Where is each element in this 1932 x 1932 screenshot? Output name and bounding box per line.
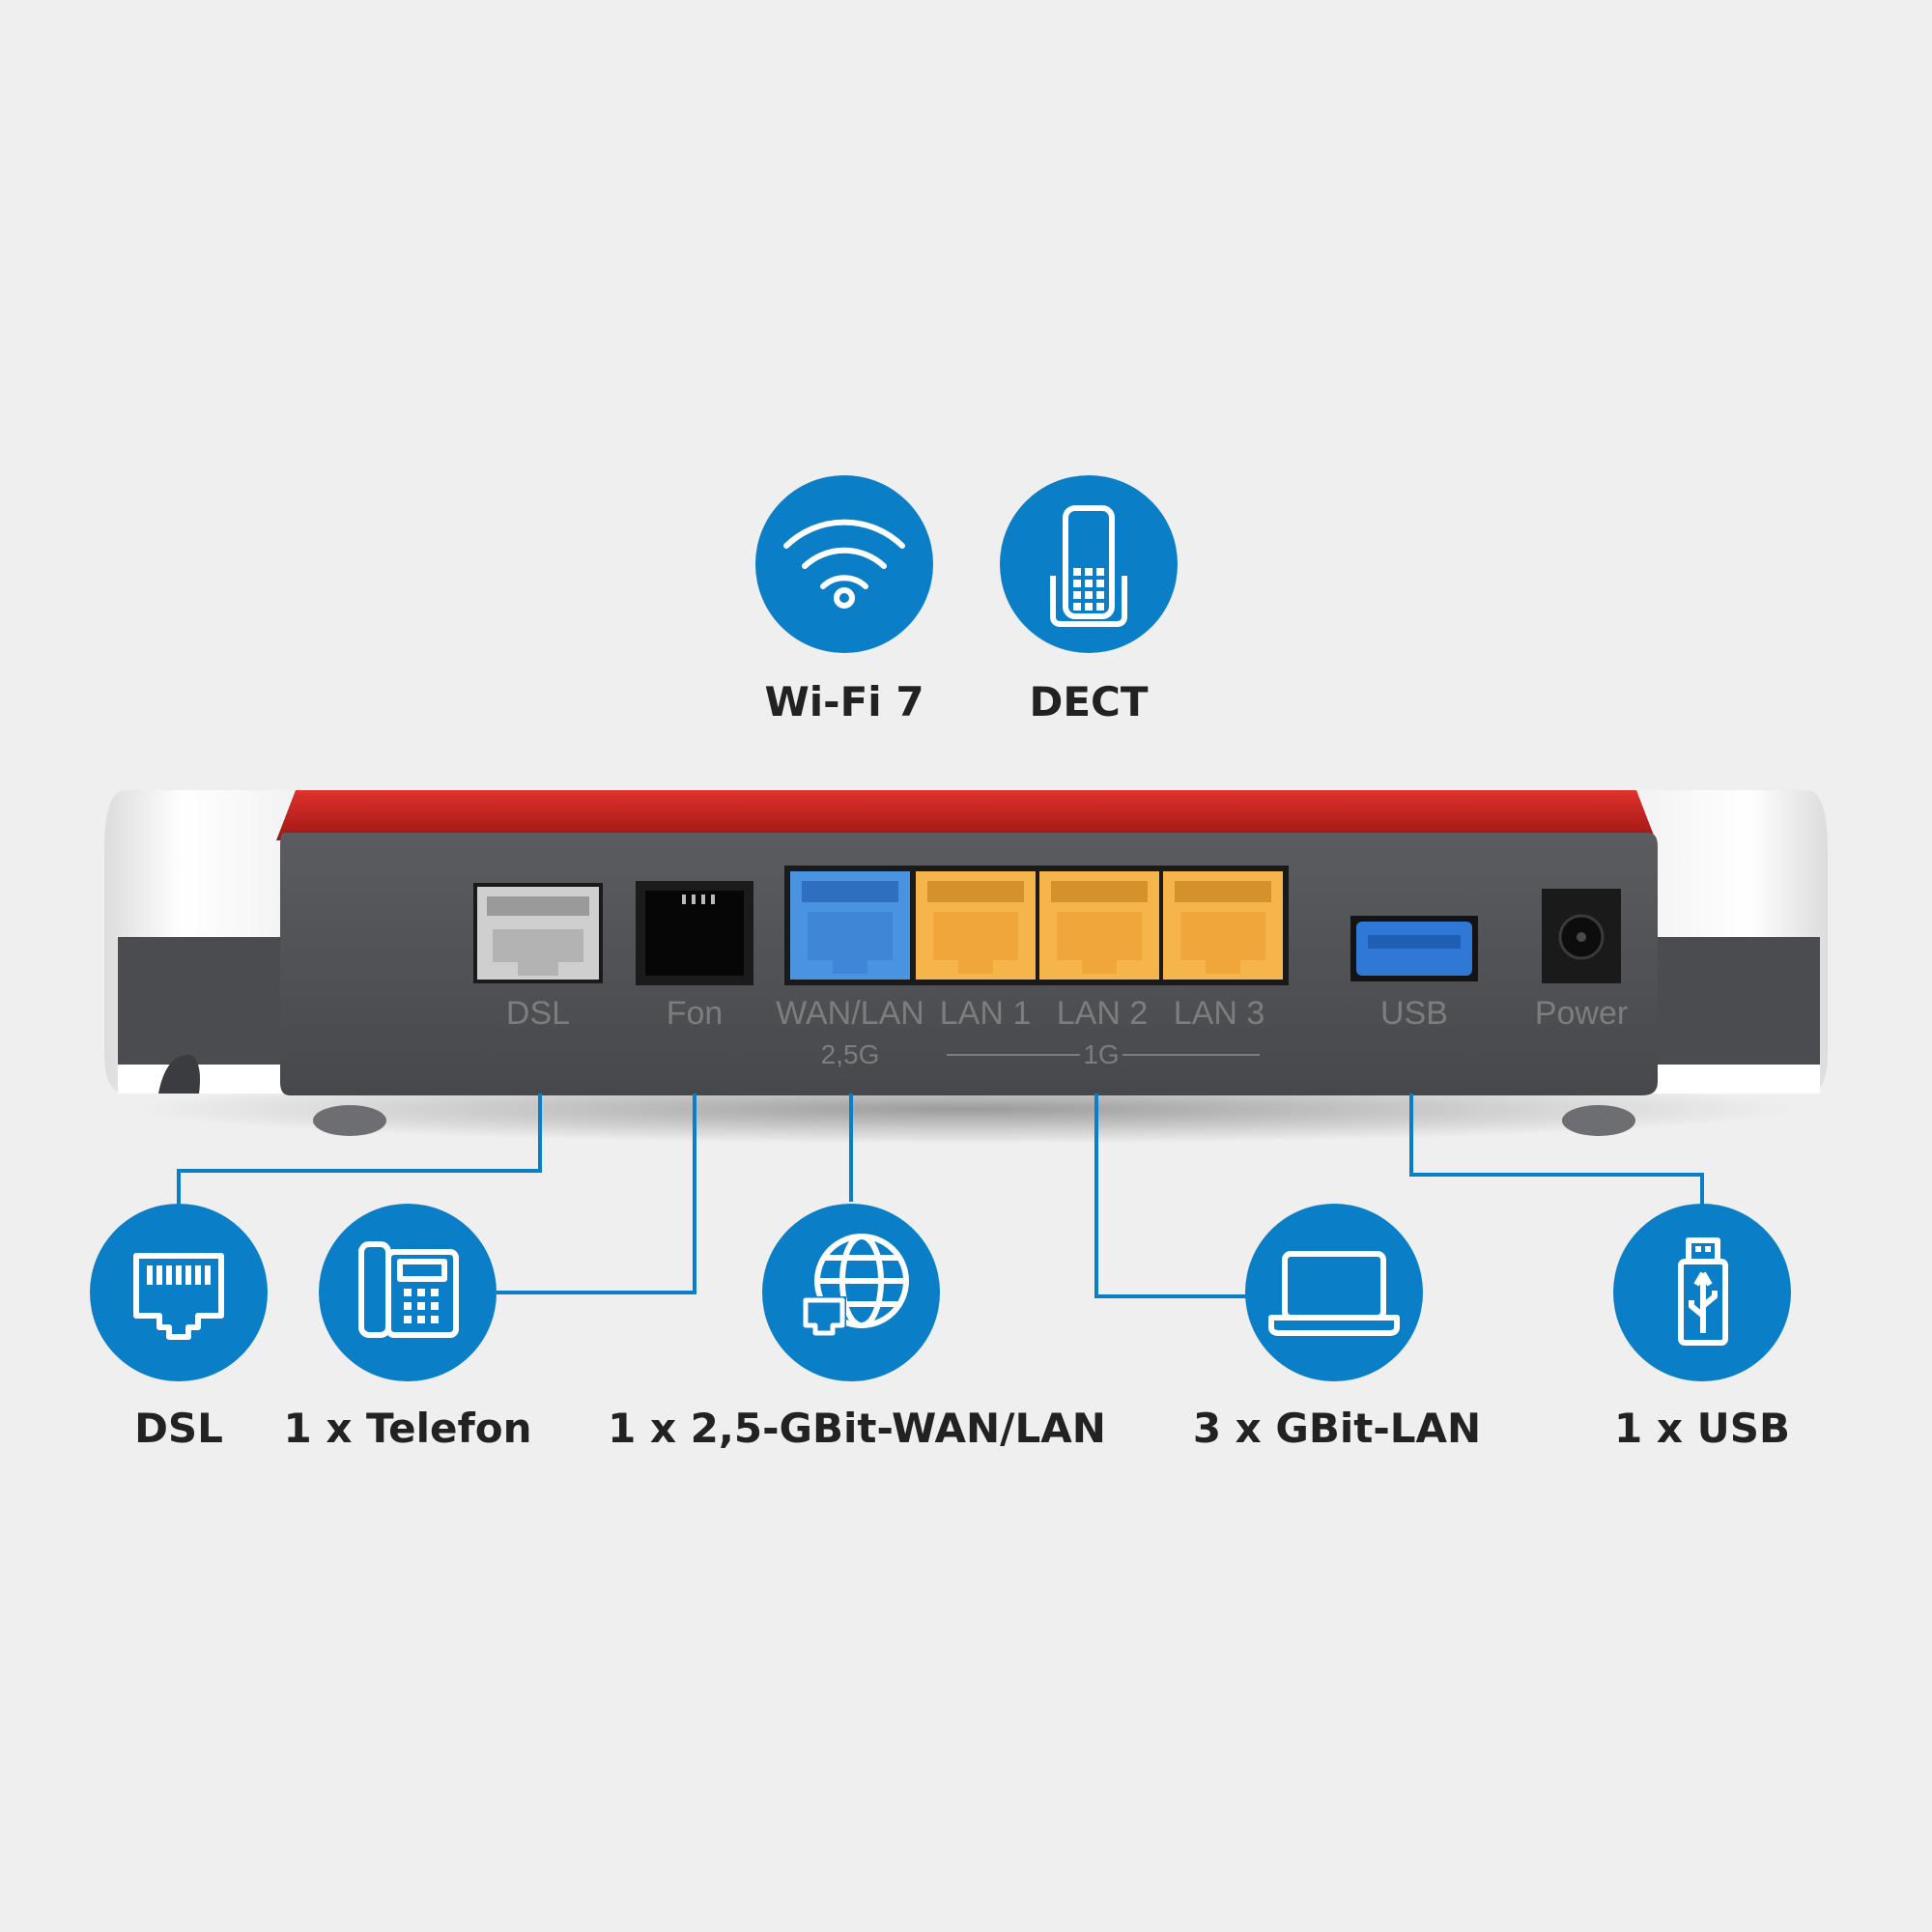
usb-stick-icon bbox=[1678, 1237, 1728, 1346]
router-foot-left bbox=[313, 1105, 386, 1136]
dsl-port-icon bbox=[133, 1253, 224, 1340]
connector-telefon bbox=[497, 1094, 696, 1294]
connector-dsl bbox=[177, 1094, 542, 1206]
lan2-port bbox=[1039, 871, 1159, 980]
wifi-feature-icon bbox=[755, 475, 933, 653]
connector-lan bbox=[1094, 1094, 1246, 1298]
feature-label-dect: DECT bbox=[1029, 678, 1149, 725]
telefon-feature-icon bbox=[319, 1204, 497, 1381]
dect-handset-icon bbox=[1050, 505, 1127, 627]
feature-label-wifi: Wi-Fi 7 bbox=[764, 678, 924, 725]
port-label-fon: Fon bbox=[667, 995, 724, 1032]
speed-label-wan: 2,5G bbox=[821, 1039, 880, 1069]
port-label-lan2: LAN 2 bbox=[1057, 995, 1149, 1032]
router-red-top bbox=[276, 790, 1656, 840]
port-label-lan1: LAN 1 bbox=[940, 995, 1032, 1032]
fon-port bbox=[636, 881, 753, 985]
lan3-port bbox=[1163, 871, 1283, 980]
power-port bbox=[1542, 889, 1621, 983]
wan-port bbox=[790, 871, 910, 980]
lan-feature-icon bbox=[1245, 1204, 1423, 1381]
dect-feature-icon bbox=[1000, 475, 1178, 653]
feature-label-usb: 1 x USB bbox=[1614, 1405, 1790, 1452]
connector-lines bbox=[177, 1094, 1704, 1298]
feature-label-gbit-lan: 3 x GBit-LAN bbox=[1192, 1405, 1482, 1452]
connector-usb bbox=[1409, 1094, 1704, 1206]
wifi-icon bbox=[783, 519, 905, 609]
globe-network-icon bbox=[814, 1234, 909, 1328]
router-foot-right bbox=[1562, 1105, 1635, 1136]
feature-label-wan-lan: 1 x 2,5-GBit-WAN/LAN bbox=[608, 1405, 1106, 1452]
feature-label-telefon: 1 x Telefon bbox=[283, 1405, 532, 1452]
ethernet-port-block bbox=[784, 866, 1289, 985]
desk-phone-icon bbox=[358, 1241, 459, 1338]
port-label-power: Power bbox=[1535, 995, 1628, 1032]
port-label-usb: USB bbox=[1380, 995, 1448, 1032]
usb-feature-icon bbox=[1613, 1204, 1791, 1381]
dsl-port bbox=[473, 883, 603, 983]
wan-lan-feature-icon bbox=[762, 1204, 940, 1381]
port-label-wan: WAN/LAN bbox=[776, 995, 924, 1032]
port-label-lan3: LAN 3 bbox=[1174, 995, 1265, 1032]
usb-port bbox=[1350, 916, 1478, 981]
laptop-icon bbox=[1268, 1251, 1400, 1336]
router-right-cap bbox=[1631, 790, 1828, 1094]
port-label-dsl: DSL bbox=[506, 995, 570, 1032]
lan1-port bbox=[916, 871, 1036, 980]
speed-label-lan: 1G bbox=[1083, 1039, 1119, 1069]
router-left-cap bbox=[104, 790, 301, 1094]
feature-label-dsl: DSL bbox=[134, 1405, 223, 1452]
dsl-feature-icon bbox=[90, 1204, 268, 1381]
